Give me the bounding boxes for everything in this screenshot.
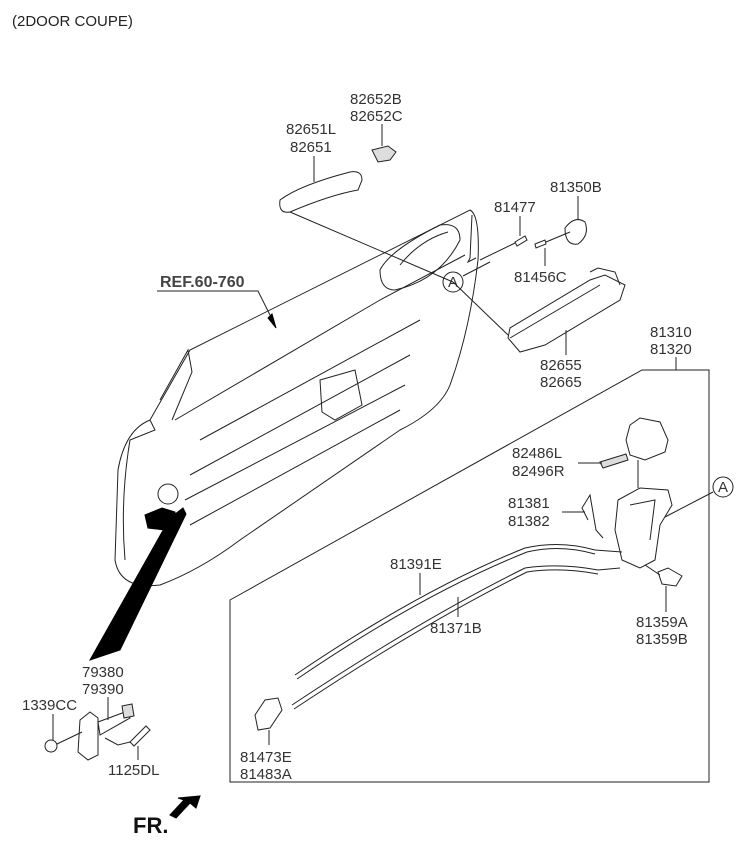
door-panel — [88, 209, 479, 661]
door-checker-part — [77, 703, 135, 761]
label-1339CC: 1339CC — [22, 697, 77, 714]
label-81382: 81382 — [508, 513, 550, 530]
rod-part — [581, 493, 604, 539]
label-1125DL: 1125DL — [108, 762, 159, 779]
front-direction-arrow — [169, 795, 201, 819]
label-81350B: 81350B — [550, 179, 602, 196]
door-latch-part — [614, 487, 673, 569]
label-82496R: 82496R — [512, 463, 565, 480]
label-81473E: 81473E — [240, 749, 292, 766]
label-81391E: 81391E — [390, 556, 442, 573]
outer-handle-part — [279, 171, 454, 283]
label-82651L: 82651L — [286, 121, 336, 138]
key-cylinder-cover-part — [564, 219, 587, 245]
label-81320: 81320 — [650, 341, 692, 358]
handle-bracket-part — [507, 267, 626, 353]
inside-handle-part — [254, 697, 283, 731]
label-82665: 82665 — [540, 374, 582, 391]
actuator-clip-part — [657, 567, 683, 587]
reference-arrowhead — [267, 313, 277, 329]
label-82651: 82651 — [290, 139, 332, 156]
label-79380: 79380 — [82, 664, 124, 681]
label-82652B: 82652B — [350, 91, 402, 108]
callout-a-latch: A — [664, 476, 734, 518]
reference-label: REF.60-760 — [160, 274, 245, 291]
cable-outside-part — [294, 543, 623, 680]
front-direction-label: FR. — [133, 813, 168, 838]
bolt-part — [514, 235, 528, 247]
reference-leader — [157, 290, 276, 326]
label-81381: 81381 — [508, 495, 550, 512]
handle-cover-part — [371, 145, 397, 163]
svg-text:A: A — [718, 479, 728, 496]
label-82486L: 82486L — [512, 445, 562, 462]
label-81483A: 81483A — [240, 766, 292, 783]
label-81456C: 81456C — [514, 269, 567, 286]
cable-inside-part — [291, 565, 621, 710]
label-81310: 81310 — [650, 324, 692, 341]
label-82655: 82655 — [540, 357, 582, 374]
diagram-title: (2DOOR COUPE) — [12, 13, 133, 30]
checker-bolt-part — [129, 725, 151, 747]
label-81477: 81477 — [494, 199, 536, 216]
latch-assembly-box — [229, 369, 710, 783]
label-82652C: 82652C — [350, 108, 403, 125]
nut-part — [44, 739, 58, 753]
latch-cover-part — [599, 417, 669, 469]
label-81359B: 81359B — [636, 631, 688, 648]
screw-part — [534, 239, 547, 249]
label-79390: 79390 — [82, 681, 124, 698]
label-81371B: 81371B — [430, 620, 482, 637]
label-81359A: 81359A — [636, 614, 688, 631]
